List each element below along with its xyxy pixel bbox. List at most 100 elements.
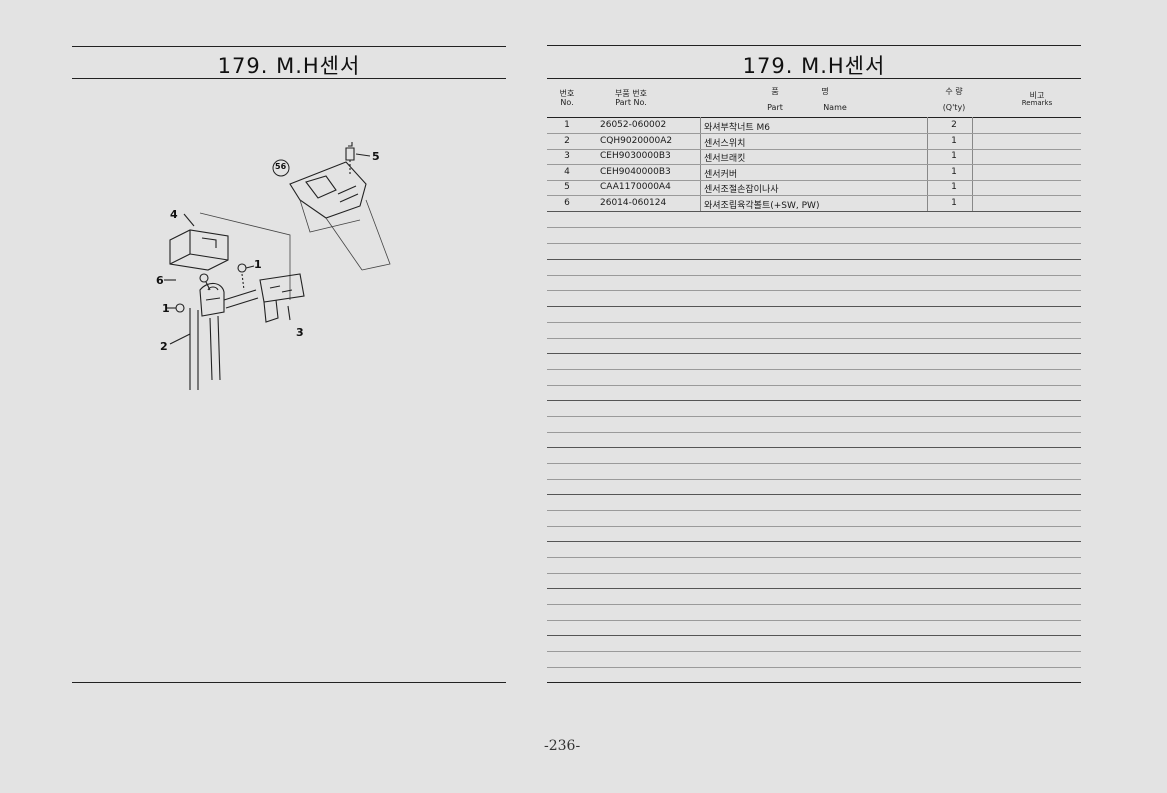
row-separator	[547, 195, 1081, 196]
row-qty: 1	[951, 166, 957, 177]
adjust-knob-part	[345, 147, 355, 161]
header-no-ko: 번호	[559, 89, 575, 98]
row-no: 3	[564, 151, 570, 161]
empty-row-line	[547, 588, 1081, 589]
left-page-title: 179. M.H센서	[217, 54, 361, 78]
callout-1-left: 1	[162, 302, 170, 315]
callout-1-right: 1	[254, 258, 262, 271]
sensor-bracket-part	[259, 273, 305, 303]
header-name-ko-1: 품	[771, 87, 779, 96]
left-title-top-rule	[72, 46, 506, 47]
empty-row-line	[547, 541, 1081, 542]
row-part-no: CEH9040000B3	[600, 166, 671, 177]
diagram-drawing	[164, 142, 391, 390]
empty-row-line	[547, 322, 1081, 323]
empty-row-line	[547, 479, 1081, 480]
row-qty: 1	[951, 135, 957, 146]
header-part-ko: 부품 번호	[615, 89, 647, 98]
empty-row-line	[547, 604, 1081, 605]
empty-row-line	[547, 510, 1081, 511]
empty-row-line	[547, 306, 1081, 307]
row-qty: 2	[951, 120, 957, 130]
empty-row-line	[547, 447, 1081, 448]
callout-2: 2	[160, 340, 168, 353]
empty-row-line	[547, 290, 1081, 291]
empty-row-line	[547, 259, 1081, 260]
row-name: 센서스위치	[704, 138, 746, 149]
row-name: 센서브래킷	[704, 154, 746, 164]
row-separator	[547, 164, 1081, 165]
empty-row-line	[547, 620, 1081, 621]
empty-row-line	[547, 275, 1081, 276]
row-part-no: CQH9020000A2	[600, 135, 673, 146]
left-bottom-rule	[72, 682, 506, 683]
table-row: 1 26052-060002 와셔부착너트 M6 2	[547, 118, 1081, 134]
row-no: 5	[564, 182, 570, 192]
table-row: 6 26014-060124 와셔조립육각볼트(+SW, PW) 1	[547, 196, 1081, 212]
row-no: 4	[564, 166, 570, 177]
row-separator	[547, 148, 1081, 150]
right-page-title: 179. M.H센서	[742, 54, 886, 78]
empty-row-line	[547, 463, 1081, 464]
empty-row-line	[547, 385, 1081, 386]
page-number: -236-	[544, 738, 581, 754]
header-qty-ko: 수 량	[945, 87, 963, 96]
row-part-no: CEH9030000B3	[600, 151, 671, 161]
row-part-no: 26014-060124	[600, 197, 667, 208]
header-remarks-ko: 비고	[1029, 91, 1045, 100]
table-row: 4 CEH9040000B3 센서커버 1	[547, 165, 1081, 181]
row-name: 센서조절손잡이나사	[704, 185, 779, 195]
row-no: 1	[564, 120, 570, 130]
row-name: 센서커버	[704, 169, 738, 180]
header-name-part: Part	[767, 103, 783, 112]
empty-row-line	[547, 338, 1081, 339]
empty-row-line	[547, 369, 1081, 370]
header-name-ko-2: 명	[821, 87, 829, 96]
row-qty: 1	[951, 151, 957, 161]
callout-56: 56	[275, 162, 287, 171]
row-no: 2	[564, 135, 570, 146]
callout-3: 3	[296, 326, 304, 339]
row-name: 와셔부착너트 M6	[704, 123, 771, 133]
header-bottom-rule	[547, 117, 1081, 118]
sensor-cover-part	[169, 229, 229, 271]
empty-row-line	[547, 243, 1081, 244]
row-separator	[547, 211, 1081, 212]
empty-row-line	[547, 227, 1081, 228]
empty-row-line	[547, 651, 1081, 652]
sensor-assembly-diagram: 4 6 1 2 3 5 1 56	[150, 140, 410, 400]
header-part-en: Part No.	[615, 98, 647, 107]
empty-row-line	[547, 635, 1081, 636]
left-title-bottom-rule	[72, 78, 506, 79]
right-title-top-rule	[547, 45, 1081, 46]
callout-6: 6	[156, 274, 164, 287]
row-part-no: CAA1170000A4	[600, 182, 671, 192]
empty-row-line	[547, 573, 1081, 574]
row-separator	[547, 179, 1081, 181]
empty-row-line	[547, 526, 1081, 527]
empty-row-line	[547, 416, 1081, 417]
row-qty: 1	[951, 182, 957, 192]
empty-row-line	[547, 667, 1081, 668]
header-qty-en: (Q'ty)	[942, 103, 966, 112]
row-no: 6	[564, 197, 570, 208]
empty-row-line	[547, 432, 1081, 433]
table-row: 2 CQH9020000A2 센서스위치 1	[547, 134, 1081, 150]
row-name: 와셔조립육각볼트(+SW, PW)	[704, 200, 820, 211]
callout-5: 5	[372, 150, 380, 163]
header-name-name: Name	[823, 103, 847, 112]
header-remarks-en: Remarks	[1021, 99, 1053, 107]
row-separator	[547, 133, 1081, 134]
callout-4: 4	[170, 208, 178, 221]
empty-row-line	[547, 494, 1081, 495]
header-no-en: No.	[560, 98, 574, 107]
table-row: 5 CAA1170000A4 센서조절손잡이나사 1	[547, 180, 1081, 196]
empty-row-line	[547, 400, 1081, 401]
empty-row-line	[547, 557, 1081, 558]
empty-row-line	[547, 353, 1081, 354]
table-row: 3 CEH9030000B3 센서브래킷 1	[547, 149, 1081, 165]
sensor-switch-part	[199, 282, 225, 317]
left-page: 179. M.H센서	[0, 0, 560, 793]
right-bottom-rule	[547, 682, 1081, 683]
row-part-no: 26052-060002	[600, 120, 667, 130]
